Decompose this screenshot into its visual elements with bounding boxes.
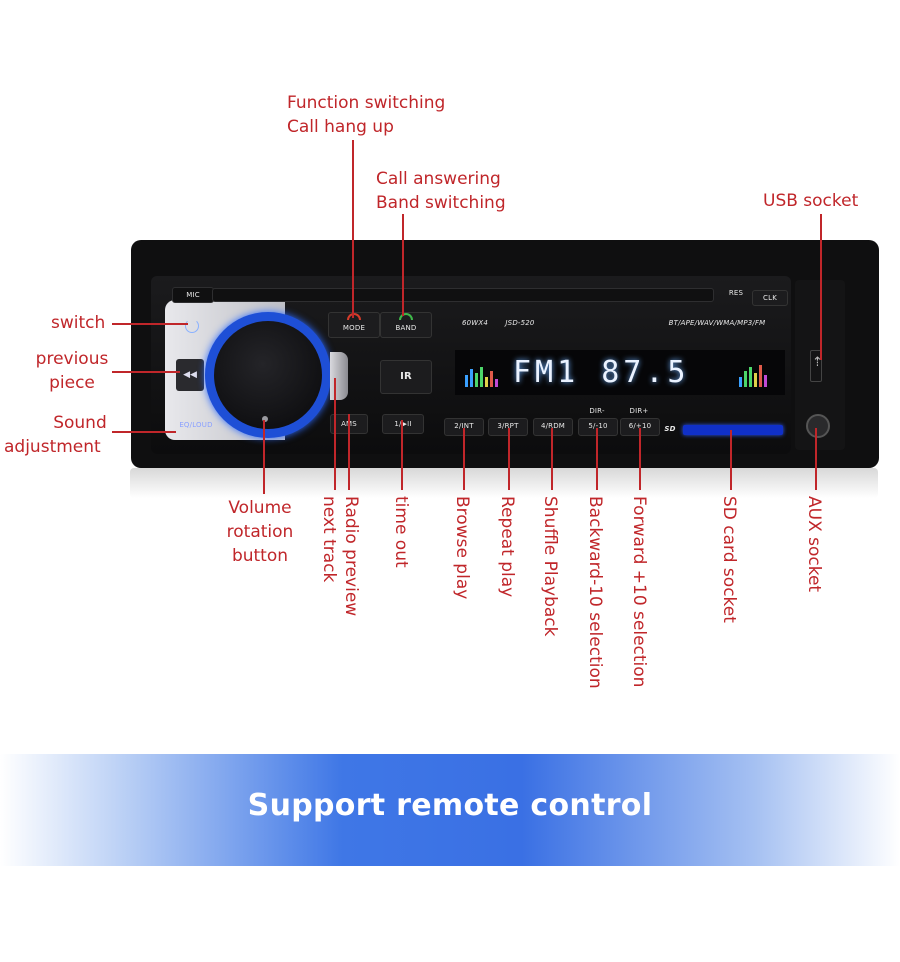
banner-text: Support remote control [247,788,653,823]
label-switch: switch [51,313,106,333]
label-repeat-play: Repeat play [497,496,517,598]
next-track-button[interactable] [330,352,348,400]
label-band-switching: Band switching [376,193,506,213]
call-answer-icon [399,313,413,320]
label-radio-preview: Radio preview [341,496,361,617]
eq-bar [465,375,468,387]
eq-bar [480,367,483,387]
rewind-icon: ◀◀ [183,370,197,380]
display-readout: FM1 87.5 [513,355,690,390]
eq-bar [739,377,742,387]
unit-reflection [130,468,878,498]
preset-5-button[interactable]: 5/-10 [578,418,618,436]
preset-4-button[interactable]: 4/RDM [533,418,573,436]
callout-line [639,428,641,490]
eq-bar [490,371,493,387]
callout-line [263,420,265,494]
label-call-hang-up: Call hang up [287,117,394,137]
aux-jack[interactable] [806,414,830,438]
model-name: JSD-520 [505,319,535,327]
usb-icon: ⇡ [812,355,823,370]
remote-control-banner: Support remote control [0,754,900,866]
label-next-track: next track [319,496,339,583]
eq-bar [744,371,747,387]
label-sound: Sound [53,413,107,433]
callout-line [112,323,188,325]
callout-line [334,378,336,490]
eq-bar [475,373,478,387]
callout-line [815,428,817,490]
lcd-display: FM1 87.5 [455,350,785,395]
label-function-switching: Function switching [287,93,446,113]
power-rating: 60WX4 [461,319,489,327]
callout-line [551,428,553,490]
knob-dot [262,416,268,422]
label-aux-socket: AUX socket [804,496,824,593]
ir-receiver: IR [380,360,432,394]
dir-plus-label: DIR+ [629,407,649,415]
usb-port[interactable] [810,350,822,382]
sd-logo: SD [664,425,676,433]
power-icon[interactable] [185,319,199,333]
eq-bar [470,369,473,387]
label-rotation: rotation [226,522,294,542]
volume-knob[interactable] [214,321,322,429]
label-backward-selection: Backward-10 selection [585,496,605,689]
label-call-answering: Call answering [376,169,501,189]
label-sd-card-socket: SD card socket [719,496,739,623]
callout-line [348,414,350,490]
label-time-out: time out [391,496,411,568]
eq-bar [759,365,762,387]
format-list: BT/APE/WAV/WMA/MP3/FM [668,319,766,327]
callout-line [401,420,403,490]
eq-bar [495,379,498,387]
callout-line [508,428,510,490]
res-button[interactable]: RES [728,289,744,297]
top-slot [212,288,714,302]
callout-line [112,431,176,433]
callout-line [402,214,404,316]
dir-minus-label: DIR- [589,407,605,415]
label-forward-selection: Forward +10 selection [629,496,649,688]
preset-1-button[interactable]: 1/▶II [382,414,424,434]
label-piece: piece [49,373,95,393]
eq-bar [764,375,767,387]
label-button: button [231,546,289,566]
callout-line [352,140,354,318]
label-browse-play: Browse play [452,496,472,600]
eq-loud-button[interactable]: EQ/LOUD [179,421,213,429]
sd-card-slot[interactable] [683,425,783,435]
label-volume: Volume [228,498,292,518]
callout-line [596,428,598,490]
clk-button[interactable]: CLK [752,290,788,306]
label-usb-socket: USB socket [763,191,859,211]
callout-line [730,430,732,490]
label-shuffle-playback: Shuffle Playback [540,496,560,637]
hang-up-icon [347,313,361,320]
eq-bar [749,367,752,387]
label-previous: previous [35,349,109,369]
label-adjustment: adjustment [4,437,101,457]
previous-button[interactable]: ◀◀ [176,359,204,391]
callout-line [463,428,465,490]
eq-bar [754,373,757,387]
callout-line [820,214,822,360]
callout-line [112,371,180,373]
eq-bar [485,377,488,387]
mic-label: MIC [172,287,214,303]
